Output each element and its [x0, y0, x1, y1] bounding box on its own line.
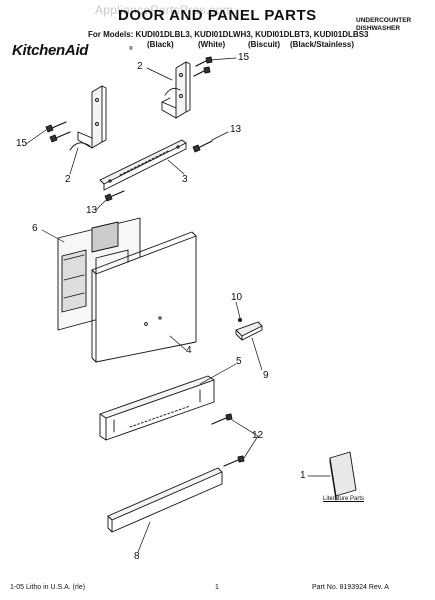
toe-panel-bracket — [99, 375, 215, 441]
brand-registered-mark: ® — [129, 46, 133, 52]
category-line-2: DISHWASHER — [356, 25, 401, 32]
hinge-bracket-left — [69, 85, 107, 151]
callout-13-right: 13 — [230, 124, 242, 135]
callout-2-top: 2 — [137, 61, 143, 72]
screw-15-left — [45, 121, 71, 143]
model-list: For Models: KUDI01DLBL3, KUDI01DLWH3, KU… — [88, 30, 369, 39]
appliance-category: UNDERCOUNTER DISHWASHER — [356, 17, 411, 33]
footer-page-number: 1 — [215, 584, 219, 591]
leader-lines — [25, 57, 331, 553]
callout-9: 9 — [263, 370, 269, 381]
screw-15-top — [193, 56, 213, 77]
callout-5: 5 — [236, 356, 242, 367]
screw-12-bottom — [223, 455, 245, 467]
callout-10: 10 — [231, 292, 243, 303]
handle-end-cap — [235, 317, 263, 341]
watermark-text: AppliancePartsPros.com — [95, 3, 233, 17]
footer-litho: 1-05 Litho in U.S.A. (rle) — [10, 584, 86, 591]
callout-8: 8 — [134, 551, 140, 562]
literature-booklet — [329, 451, 357, 501]
callout-15-top: 15 — [238, 52, 250, 63]
footer-part-number: Part No. 8193924 Rev. A — [312, 584, 389, 591]
screw-12-top — [211, 413, 233, 425]
variant-biscuit: (Biscuit) — [248, 40, 280, 49]
outer-door-panel — [91, 231, 197, 363]
variant-black-stainless: (Black/Stainless) — [290, 40, 355, 49]
variant-white: (White) — [198, 40, 226, 49]
callout-4: 4 — [186, 345, 192, 356]
literature-parts-label: Literature Parts — [323, 496, 365, 502]
toe-panel-strip — [107, 467, 223, 533]
screw-13-right — [192, 140, 213, 153]
callout-12: 12 — [252, 430, 264, 441]
callout-13-left: 13 — [86, 205, 98, 216]
hinge-bracket-right — [161, 61, 191, 119]
callout-1: 1 — [300, 470, 306, 481]
callout-15-left: 15 — [16, 138, 28, 149]
callout-3: 3 — [182, 174, 188, 185]
variant-black: (Black) — [147, 40, 174, 49]
page-title: DOOR AND PANEL PARTS — [118, 7, 317, 24]
screw-13-left — [104, 190, 125, 202]
callout-2-left: 2 — [65, 174, 71, 185]
mounting-rail — [99, 139, 187, 191]
category-line-1: UNDERCOUNTER — [356, 17, 412, 24]
callout-6: 6 — [32, 223, 38, 234]
brand-logo: KitchenAid — [12, 42, 89, 59]
